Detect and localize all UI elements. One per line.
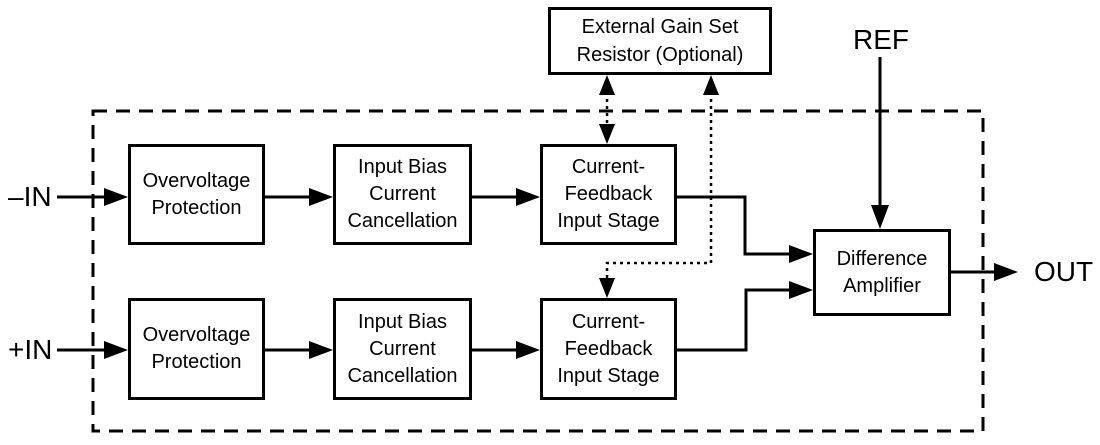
- pin-label-ref: REF: [853, 24, 909, 55]
- arrowhead-cfis-top-to-diffamp: [789, 245, 813, 263]
- arrowhead-gain-bottom-down: [599, 278, 615, 298]
- wire-cfis-top-to-diffamp: [677, 195, 791, 256]
- block-current-feedback-input-stage-bottom: Current- Feedback Input Stage: [540, 298, 677, 400]
- block-input-bias-cancellation-bottom: Input Bias Current Cancellation: [333, 298, 472, 400]
- block-difference-amplifier: Difference Amplifier: [813, 229, 951, 316]
- arrowhead-ovp-to-ibc-top: [309, 188, 333, 206]
- arrowhead-ovp-to-ibc-bottom: [309, 341, 333, 359]
- pin-label-out: OUT: [1034, 256, 1094, 287]
- block-current-feedback-input-stage-top: Current- Feedback Input Stage: [540, 144, 677, 245]
- arrowhead-gain-top-down: [599, 124, 615, 144]
- arrowhead-in-pos: [104, 341, 128, 359]
- block-overvoltage-protection-top: Overvoltage Protection: [128, 144, 265, 245]
- block-input-bias-cancellation-top: Input Bias Current Cancellation: [333, 144, 472, 245]
- dotted-wire-gain-to-cfis-bottom: [605, 92, 713, 280]
- pin-label-in-negative: –IN: [8, 181, 52, 212]
- wire-cfis-bottom-to-diffamp: [677, 288, 791, 352]
- arrowhead-cfis-bottom-to-diffamp: [789, 281, 813, 299]
- arrowhead-gain-top-up: [599, 75, 615, 95]
- arrowhead-gain-bottom-up: [703, 75, 719, 95]
- block-overvoltage-protection-bottom: Overvoltage Protection: [128, 298, 265, 400]
- pin-label-in-positive: +IN: [8, 334, 53, 365]
- arrowhead-ref: [871, 205, 889, 229]
- arrowhead-in-neg: [104, 188, 128, 206]
- ic-boundary-dashed-rect: [91, 109, 985, 433]
- arrowhead-ibc-to-cfis-bottom: [516, 341, 540, 359]
- arrowhead-out: [994, 263, 1018, 281]
- block-external-gain-set-resistor: External Gain Set Resistor (Optional): [548, 7, 772, 75]
- arrowhead-ibc-to-cfis-top: [516, 188, 540, 206]
